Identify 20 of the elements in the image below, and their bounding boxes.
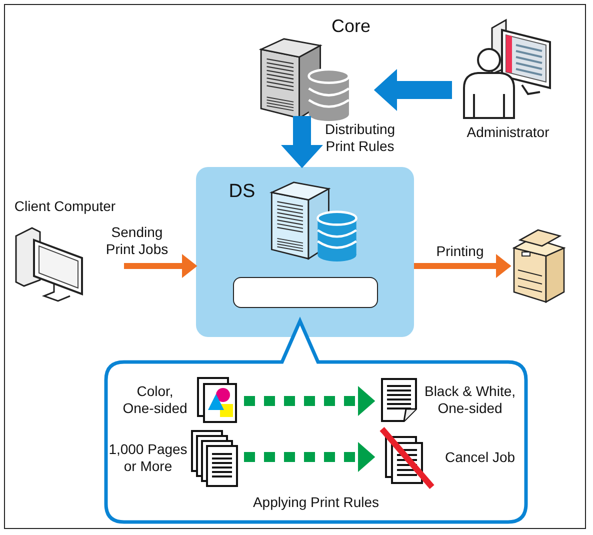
dashed-arrow — [244, 442, 376, 472]
edge-label: Sending Print Jobs — [104, 224, 170, 258]
callout-title: Applying Print Rules — [252, 494, 380, 511]
rule-label: 1,000 Pages or More — [108, 441, 188, 475]
rule-label: Cancel Job — [444, 449, 516, 466]
edge-label: Printing — [435, 243, 485, 260]
user-label: Administrator — [466, 124, 550, 141]
panel-title: DS — [228, 181, 256, 203]
arrow — [414, 254, 512, 278]
arrow — [281, 116, 323, 168]
rule-label: Color, One-sided — [122, 383, 188, 417]
rule-label: Black & White, One-sided — [423, 383, 517, 417]
arrow — [374, 69, 452, 111]
server-panel — [196, 167, 414, 337]
server-label: Core — [330, 16, 372, 37]
arrow — [124, 254, 198, 278]
dashed-arrow — [244, 386, 376, 416]
software-box — [233, 277, 378, 308]
computer-label: Client Computer — [13, 198, 117, 215]
edge-label: Distributing Print Rules — [324, 121, 396, 155]
